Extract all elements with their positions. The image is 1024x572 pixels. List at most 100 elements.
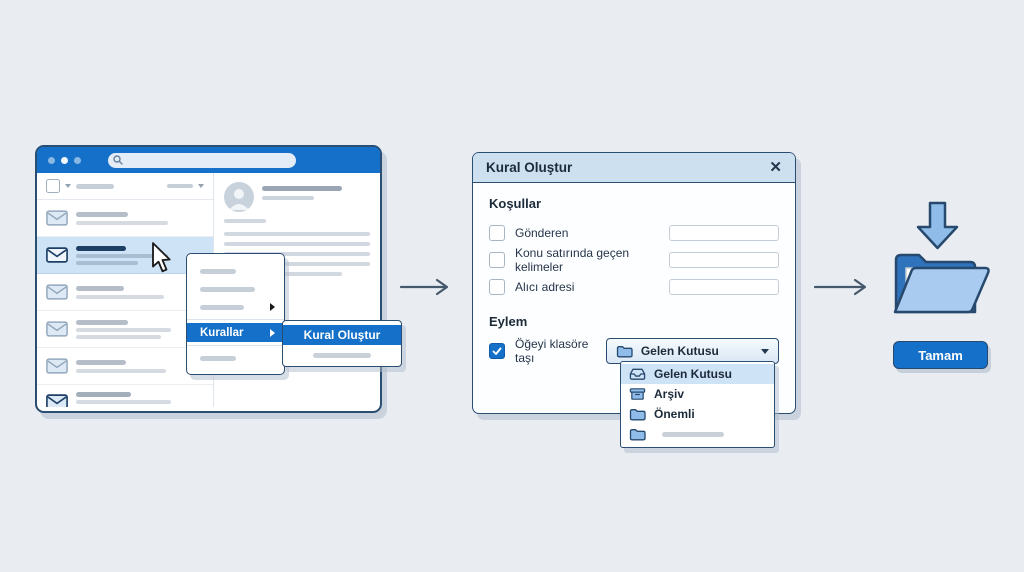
folder-dropdown[interactable]: Gelen Kutusu <box>605 338 779 364</box>
inbox-icon <box>629 368 646 380</box>
list-toolbar <box>37 173 213 200</box>
dropdown-option-placeholder[interactable] <box>621 424 774 444</box>
rules-item-label: Kurallar <box>200 326 244 339</box>
envelope-icon <box>46 284 68 300</box>
dropdown-option-label: Önemli <box>654 407 695 421</box>
down-arrow-icon <box>916 201 959 250</box>
flow-arrow-icon <box>813 276 871 303</box>
body-line-placeholder <box>224 242 370 246</box>
sort-label-placeholder <box>167 184 193 188</box>
envelope-icon <box>46 358 68 374</box>
folder-dropdown-list: Gelen Kutusu Arşiv Önemli <box>620 361 775 448</box>
condition-row-subject-words: Konu satırında geçen kelimeler <box>489 245 779 274</box>
ok-button-label: Tamam <box>918 347 963 363</box>
action-row-move-to-folder: Öğeyi klasöre taşı Gelen Kutusu <box>489 337 779 365</box>
email-list-item-selected[interactable] <box>37 237 213 274</box>
window-titlebar <box>37 147 380 173</box>
sender-field[interactable] <box>669 224 779 241</box>
condition-label: Gönderen <box>515 225 569 240</box>
action-heading: Eylem <box>489 314 528 329</box>
context-menu-item[interactable] <box>187 262 284 280</box>
email-text-placeholder <box>76 285 164 299</box>
context-menu: Kurallar <box>186 253 285 375</box>
menu-separator <box>187 345 284 346</box>
chevron-down-icon[interactable] <box>65 184 71 188</box>
dialog-titlebar: Kural Oluştur ✕ <box>473 153 795 183</box>
select-all-checkbox[interactable] <box>46 179 60 193</box>
subject-words-checkbox[interactable] <box>489 251 505 268</box>
body-line-placeholder <box>224 232 370 236</box>
condition-label: Alıcı adresi <box>515 279 575 294</box>
window-dot-icon <box>61 156 68 164</box>
email-text-placeholder <box>76 319 171 339</box>
rules-submenu: Kural Oluştur <box>282 320 402 367</box>
email-list-item[interactable] <box>37 274 213 311</box>
check-icon <box>492 347 502 355</box>
sender-checkbox[interactable] <box>489 224 505 241</box>
chevron-down-icon <box>761 348 769 354</box>
move-to-folder-illustration <box>880 198 1010 328</box>
email-list-item[interactable] <box>37 200 213 237</box>
sender-sub-placeholder <box>262 196 314 200</box>
window-dot-icon <box>74 156 81 164</box>
submenu-item-create-rule[interactable]: Kural Oluştur <box>283 325 401 345</box>
email-list-item[interactable] <box>37 348 213 385</box>
email-list-item-unread[interactable] <box>37 385 213 407</box>
avatar <box>224 182 254 212</box>
submenu-arrow-icon <box>270 328 275 337</box>
folder-icon <box>629 428 646 440</box>
envelope-icon <box>46 393 68 407</box>
folder-icon <box>616 345 633 357</box>
mouse-cursor-icon <box>149 242 173 279</box>
condition-label: Konu satırında geçen kelimeler <box>515 245 630 274</box>
subject-words-field[interactable] <box>669 251 779 268</box>
recipient-field[interactable] <box>669 278 779 295</box>
dropdown-option-inbox[interactable]: Gelen Kutusu <box>621 364 774 384</box>
window-dot-icon <box>48 156 55 164</box>
flow-arrow-icon <box>399 276 453 303</box>
dropdown-option-label: Gelen Kutusu <box>654 367 733 381</box>
condition-row-recipient: Alıcı adresi <box>489 273 779 300</box>
dropdown-option-label: Arşiv <box>654 387 685 401</box>
create-rule-label: Kural Oluştur <box>303 328 381 342</box>
context-menu-item-rules[interactable]: Kurallar <box>187 323 284 342</box>
toolbar-label-placeholder <box>76 183 114 189</box>
email-text-placeholder <box>76 392 171 407</box>
context-menu-item[interactable] <box>187 298 284 316</box>
folder-icon <box>629 408 646 420</box>
open-folder-icon <box>893 253 990 314</box>
submenu-item-placeholder[interactable] <box>313 353 371 358</box>
ok-button[interactable]: Tamam <box>893 341 988 369</box>
email-text-placeholder <box>76 359 166 373</box>
action-label: Öğeyi klasöre taşı <box>515 337 589 365</box>
envelope-icon <box>46 247 68 263</box>
conditions-heading: Koşullar <box>489 196 542 211</box>
email-text-placeholder <box>76 245 168 265</box>
dialog-title: Kural Oluştur <box>486 160 573 175</box>
recipient-checkbox[interactable] <box>489 278 505 295</box>
dropdown-option-important[interactable]: Önemli <box>621 404 774 424</box>
option-text-placeholder <box>662 431 724 437</box>
dialog-body: Koşullar Gönderen Konu satırında geçen k… <box>473 183 795 365</box>
email-text-placeholder <box>76 211 168 225</box>
context-menu-item[interactable] <box>187 349 284 367</box>
email-list-item[interactable] <box>37 311 213 348</box>
submenu-arrow-icon <box>270 303 275 311</box>
envelope-icon <box>46 321 68 337</box>
chevron-down-icon[interactable] <box>198 184 204 188</box>
body-line-placeholder <box>224 262 370 266</box>
move-to-folder-checkbox[interactable] <box>489 343 505 359</box>
search-icon <box>113 155 123 165</box>
search-input[interactable] <box>108 152 296 168</box>
close-icon[interactable]: ✕ <box>769 159 782 176</box>
dropdown-option-archive[interactable]: Arşiv <box>621 384 774 404</box>
archive-icon <box>629 388 646 400</box>
envelope-icon <box>46 210 68 226</box>
sender-name-placeholder <box>262 186 342 191</box>
menu-separator <box>187 319 284 320</box>
person-icon <box>229 189 249 210</box>
condition-row-sender: Gönderen <box>489 219 779 246</box>
context-menu-item[interactable] <box>187 280 284 298</box>
body-line-placeholder <box>224 252 370 256</box>
